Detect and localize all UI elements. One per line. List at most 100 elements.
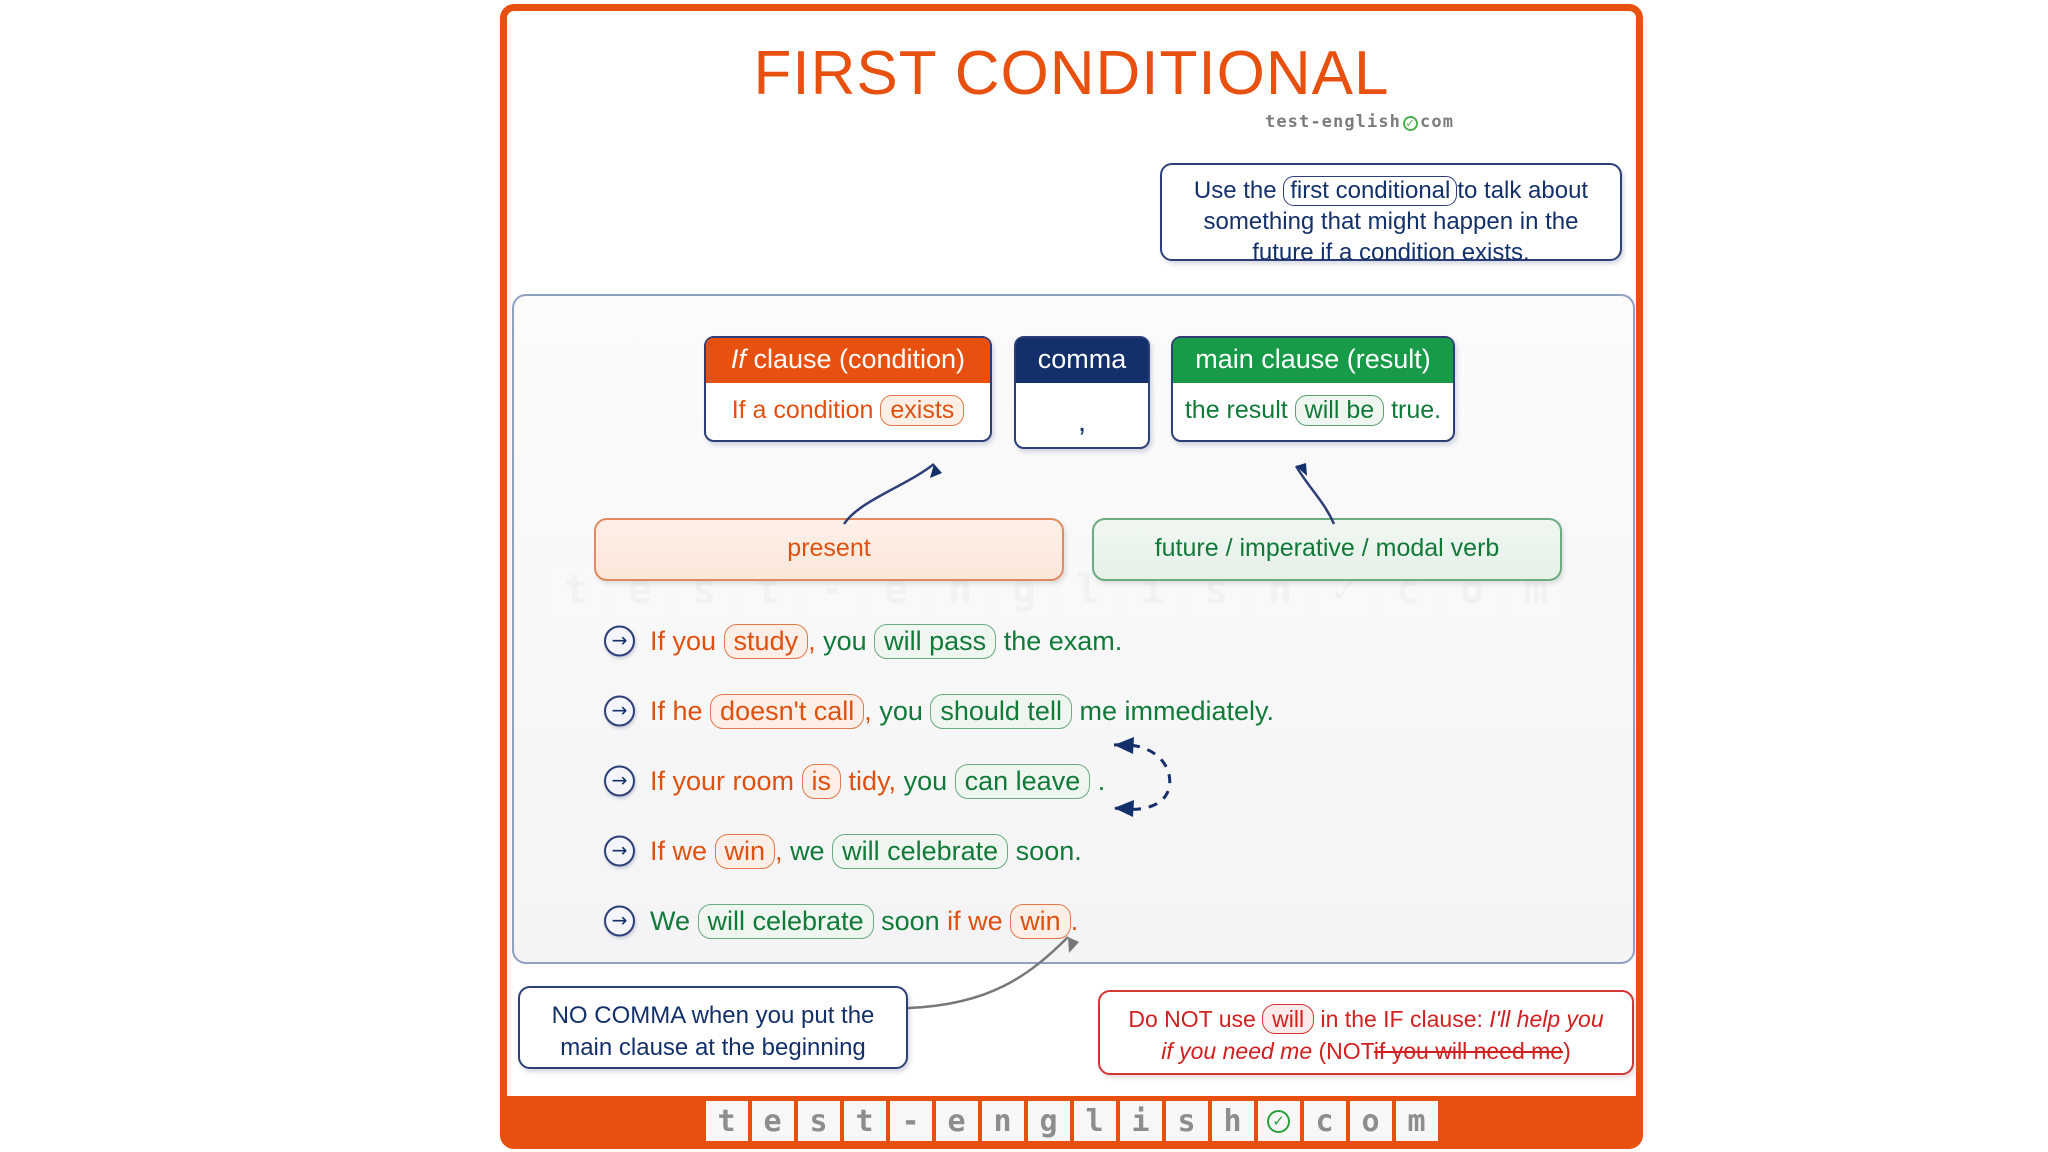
if-clause-box: If clause (condition) If a condition exi… — [704, 336, 992, 442]
red-note-italic1: I'll help you — [1489, 1006, 1604, 1032]
example-sentence: If you study, you will pass the exam. — [650, 623, 1123, 659]
footer-tile: t — [843, 1101, 886, 1141]
example-sentence: We will celebrate soon if we win. — [650, 903, 1079, 939]
example-text: you — [879, 695, 931, 726]
main-clause-header: main clause (result) — [1173, 338, 1453, 383]
example-chip: will celebrate — [832, 833, 1009, 869]
example-row: → We will celebrate soon if we win. — [514, 886, 1633, 956]
example-text: if we — [947, 905, 1011, 936]
future-forms-box: future / imperative / modal verb — [1092, 518, 1562, 581]
example-chip: should tell — [930, 693, 1072, 729]
top-note-chip: first conditional — [1283, 176, 1458, 206]
top-note-line2: something that might happen in the — [1203, 208, 1579, 235]
footer-tile: - — [889, 1101, 932, 1141]
example-row: → If you study, you will pass the exam. — [514, 606, 1633, 676]
comma-body: , — [1077, 405, 1087, 438]
example-text: soon. — [1008, 835, 1082, 866]
example-text: If he — [650, 695, 711, 726]
example-chip: can leave — [954, 763, 1091, 799]
example-text: . — [1090, 765, 1106, 796]
if-clause-header-rest: clause (condition) — [745, 344, 966, 374]
red-note-chip: will — [1262, 1004, 1315, 1034]
example-text: . — [1070, 905, 1079, 936]
footer-tile: e — [751, 1101, 794, 1141]
example-chip: will celebrate — [697, 903, 874, 939]
if-clause-body-pre: If a condition — [731, 396, 874, 424]
present-tense-box: present — [594, 518, 1064, 581]
footer-tile: s — [1165, 1101, 1208, 1141]
red-note-pre: Do NOT use — [1128, 1006, 1256, 1032]
footer-tiles: t e s t - e n g l i s h ✓ c o m — [705, 1101, 1438, 1141]
example-chip: win — [1010, 903, 1071, 939]
if-clause-body: If a condition exists — [706, 383, 990, 440]
main-clause-body-pre: the result — [1184, 396, 1288, 424]
footer-tile: t — [705, 1101, 748, 1141]
example-text: soon — [873, 905, 948, 936]
footer-tile: g — [1027, 1101, 1070, 1141]
example-chip: doesn't call — [710, 693, 865, 729]
brand-left-text: test-english — [1265, 112, 1402, 132]
example-sentence: If your room is tidy, you can leave . — [650, 763, 1106, 799]
top-note-line3: future if a condition exists. — [1252, 239, 1530, 266]
example-chip: is — [801, 763, 842, 799]
if-clause-header-italic: If — [730, 344, 746, 374]
footer-tile: m — [1395, 1101, 1438, 1141]
footer-tile: i — [1119, 1101, 1162, 1141]
main-clause-box: main clause (result) the result will be … — [1171, 336, 1455, 442]
example-text: If your room — [650, 765, 802, 796]
example-text: we — [790, 835, 833, 866]
main-clause-body: the result will be true. — [1173, 383, 1453, 440]
page-title: FIRST CONDITIONAL — [753, 39, 1390, 108]
main-clause-body-chip: will be — [1294, 395, 1385, 426]
example-row: → If he doesn't call, you should tell me … — [514, 676, 1633, 746]
footer-tile: c — [1303, 1101, 1346, 1141]
example-row: → If we win, we will celebrate soon. — [514, 816, 1633, 886]
example-text: you — [903, 765, 955, 796]
footer-tile: o — [1349, 1101, 1392, 1141]
if-clause-header: If clause (condition) — [706, 338, 990, 383]
example-text: me immediately. — [1071, 695, 1275, 726]
footer-tile: l — [1073, 1101, 1116, 1141]
main-panel: t e s t - e n g l i s h ✓ c o m If claus… — [512, 294, 1635, 964]
arrow-right-circle-icon: → — [604, 905, 635, 937]
footer-check-icon: ✓ — [1257, 1101, 1300, 1141]
red-note-struck: if you will need me — [1373, 1038, 1564, 1064]
example-text: the exam. — [996, 625, 1123, 656]
main-clause-body-post: true. — [1391, 396, 1442, 424]
example-sentence: If he doesn't call, you should tell me i… — [650, 693, 1275, 729]
example-chip: study — [723, 623, 809, 659]
example-text: , — [808, 625, 824, 656]
arrow-right-circle-icon: → — [604, 625, 635, 657]
example-text: If we — [650, 835, 715, 866]
footer-tile: n — [981, 1101, 1024, 1141]
red-note-italic2: if you need me — [1161, 1038, 1313, 1064]
footer-tile: s — [797, 1101, 840, 1141]
arrow-right-circle-icon: → — [604, 695, 635, 727]
check-circle-icon: ✓ — [1403, 115, 1419, 131]
top-note-part1: Use the — [1193, 177, 1277, 204]
top-note-part2: to talk about — [1457, 177, 1589, 204]
no-comma-line2: main clause at the beginning — [560, 1034, 866, 1061]
red-note-mid: in the IF clause: — [1320, 1006, 1490, 1032]
brand-right-text: com — [1420, 112, 1455, 132]
examples-list: → If you study, you will pass the exam. → I… — [514, 606, 1633, 956]
example-text: you — [823, 625, 875, 656]
example-chip: will pass — [874, 623, 997, 659]
comma-header: comma — [1016, 338, 1148, 383]
example-text: , — [775, 835, 791, 866]
footer-tile: h — [1211, 1101, 1254, 1141]
example-text: tidy, — [841, 765, 904, 796]
arrow-right-circle-icon: → — [604, 835, 635, 867]
red-note-paren-open: (NOT — [1312, 1038, 1374, 1064]
example-chip: win — [714, 833, 776, 869]
comma-box: comma , — [1014, 336, 1150, 449]
example-text: , — [864, 695, 880, 726]
arrow-right-circle-icon: → — [604, 765, 635, 797]
no-comma-line1: NO COMMA when you put the — [551, 1002, 875, 1029]
if-clause-body-chip: exists — [880, 395, 965, 426]
example-row: → If your room is tidy, you can leave . — [514, 746, 1633, 816]
no-comma-note: NO COMMA when you put the main clause at… — [518, 986, 908, 1069]
example-sentence: If we win, we will celebrate soon. — [650, 833, 1082, 869]
